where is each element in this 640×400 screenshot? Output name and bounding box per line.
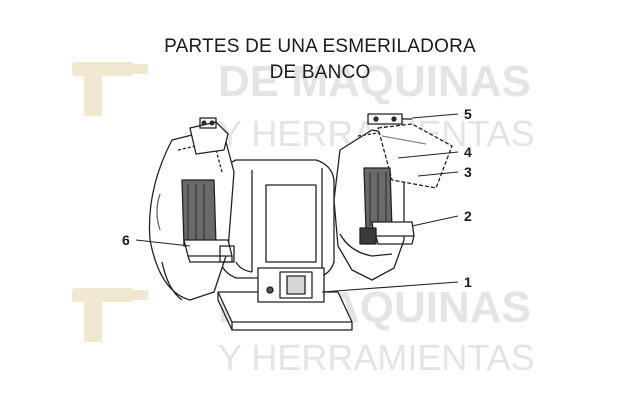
callout-5: 5: [464, 106, 472, 122]
motor-housing: [219, 159, 335, 279]
leader-line-4: [397, 151, 459, 159]
leader-line-2: [411, 215, 459, 227]
right-tool-rest: [359, 221, 415, 245]
callout-1: 1: [464, 274, 472, 290]
leader-line-3: [417, 171, 459, 177]
diagram-title-line-1: PARTES DE UNA ESMERILADORA: [164, 36, 476, 57]
left-tool-rest: [183, 239, 235, 263]
watermark-text-1: DE MAQUINAS: [218, 57, 531, 106]
leader-line-6: [135, 239, 191, 247]
right-shield-bracket: [367, 113, 412, 125]
diagram-title-line-2: DE BANCO: [269, 62, 371, 83]
leader-line-1: [321, 281, 459, 293]
callout-3: 3: [464, 164, 472, 180]
leader-line-5: [411, 113, 459, 119]
watermark-text-4: Y HERRAMIENTAS: [218, 337, 535, 378]
left-eye-shield: [189, 117, 229, 155]
watermark-logo-icon: [72, 62, 148, 116]
left-grinding-wheel: [181, 179, 217, 247]
watermark-logo-icon: [72, 288, 148, 342]
callout-6: 6: [122, 232, 130, 248]
leader-lines: [135, 113, 459, 293]
callout-4: 4: [464, 144, 472, 160]
power-switch: [257, 267, 325, 303]
callout-2: 2: [464, 208, 472, 224]
right-grinding-wheel: [339, 167, 393, 257]
